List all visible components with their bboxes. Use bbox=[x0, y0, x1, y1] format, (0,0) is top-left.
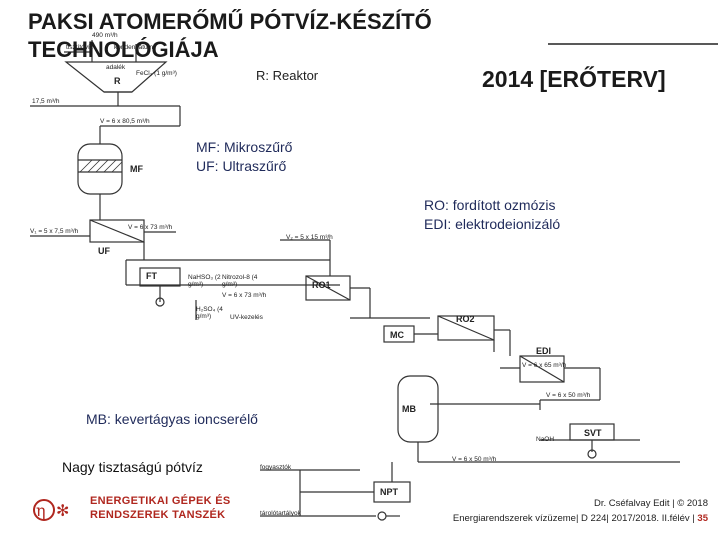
logo-line-2: RENDSZEREK TANSZÉK bbox=[90, 509, 226, 521]
pump-2 bbox=[587, 449, 597, 459]
input-b-label: kondenzátum bbox=[114, 44, 154, 51]
svt-tag: SVT bbox=[584, 428, 602, 438]
note-ro: RO: fordított ozmózis bbox=[424, 197, 556, 213]
input-c-label: adalék bbox=[106, 64, 126, 71]
svg-text:✻: ✻ bbox=[56, 501, 69, 520]
mf-tag: MF bbox=[130, 164, 143, 174]
ro2-unit bbox=[437, 315, 495, 341]
flow-5-label: V₂ = 5 x 15 m³/h bbox=[286, 234, 333, 241]
edi-unit bbox=[519, 355, 565, 383]
mb-tag: MB bbox=[402, 404, 416, 414]
page-number: 35 bbox=[697, 513, 708, 524]
title-line-1: PAKSI ATOMERŐMŰ PÓTVÍZ-KÉSZÍTŐ bbox=[28, 9, 432, 34]
naoh-label: NaOH bbox=[536, 436, 555, 443]
npt-tag: NPT bbox=[380, 487, 398, 497]
flow-9-label: V = 6 x 50 m³/h bbox=[452, 456, 497, 463]
reactor-tag: R bbox=[114, 76, 121, 86]
title-line-2: TECHNOLÓGIÁJA bbox=[28, 37, 219, 62]
footer-course: Energiarendszerek vízüzeme| D 224| 2017/… bbox=[452, 513, 695, 524]
title-year: 2014 [ERŐTERV] bbox=[482, 66, 666, 92]
flow-2-label: V = 6 x 80,5 m³/h bbox=[100, 118, 150, 125]
flow-4-label: V = 6 x 73 m³/h bbox=[128, 224, 173, 231]
note-mf: MF: Mikroszűrő bbox=[196, 139, 293, 155]
chem-4-label: UV-kezelés bbox=[230, 314, 263, 321]
ro2-tag: RO2 bbox=[456, 314, 475, 324]
flow-7-label: V = 6 x 65 m³/h bbox=[522, 362, 567, 369]
note-mb: MB: kevertágyas ioncserélő bbox=[86, 411, 258, 427]
uf-unit bbox=[89, 219, 145, 243]
page-title: PAKSI ATOMERŐMŰ PÓTVÍZ-KÉSZÍTŐ TECHNOLÓG… bbox=[28, 8, 432, 64]
flow-6-label: V = 6 x 73 m³/h bbox=[222, 292, 267, 299]
flow-1-label: 17,5 m³/h bbox=[32, 98, 60, 105]
note-uf: UF: Ultraszűrő bbox=[196, 158, 287, 174]
flow-8-label: V = 6 x 50 m³/h bbox=[546, 392, 591, 399]
uf-tag: UF bbox=[98, 246, 110, 256]
pump-3 bbox=[377, 511, 387, 521]
chem-1-label: NaHSO₃ (2 g/m³) bbox=[188, 274, 221, 288]
mc-tag: MC bbox=[390, 330, 404, 340]
output-1-label: fogyasztók bbox=[260, 464, 292, 471]
footer-credit: Dr. Cséfalvay Edit | © 2018 bbox=[593, 498, 708, 509]
input-d-label: FeCl₃ (1 g/m³) bbox=[136, 70, 177, 77]
chem-2-label: Nitrozol-8 (4 g/m³) bbox=[222, 274, 258, 288]
department-logo: η ✻ bbox=[0, 490, 230, 530]
output-2-label: tárolótartályok bbox=[260, 510, 301, 517]
ft-tag: FT bbox=[146, 271, 157, 281]
chem-3-label: H₂SO₄ (4 g/m³) bbox=[196, 306, 223, 320]
footer-credits: Dr. Cséfalvay Edit | © 2018 Energiarends… bbox=[453, 496, 708, 526]
note-reactor: R: Reaktor bbox=[256, 68, 319, 83]
input-a-label: tisztítóvíz bbox=[66, 44, 94, 51]
logo-emblem-icon: η ✻ bbox=[0, 492, 86, 528]
note-edi: EDI: elektrodeionizáló bbox=[424, 216, 561, 232]
flow-3-label: V₁ = 5 x 7,5 m³/h bbox=[30, 228, 79, 235]
ro1-tag: RO1 bbox=[312, 280, 331, 290]
flow-top-label: 490 m³/h bbox=[92, 32, 118, 39]
svg-text:η: η bbox=[36, 501, 46, 520]
pump-1 bbox=[155, 297, 165, 307]
logo-line-1: ENERGETIKAI GÉPEK ÉS bbox=[90, 495, 231, 507]
edi-tag: EDI bbox=[536, 346, 552, 356]
note-output: Nagy tisztaságú pótvíz bbox=[62, 459, 203, 475]
logo-text: ENERGETIKAI GÉPEK ÉS RENDSZEREK TANSZÉK bbox=[90, 494, 230, 522]
